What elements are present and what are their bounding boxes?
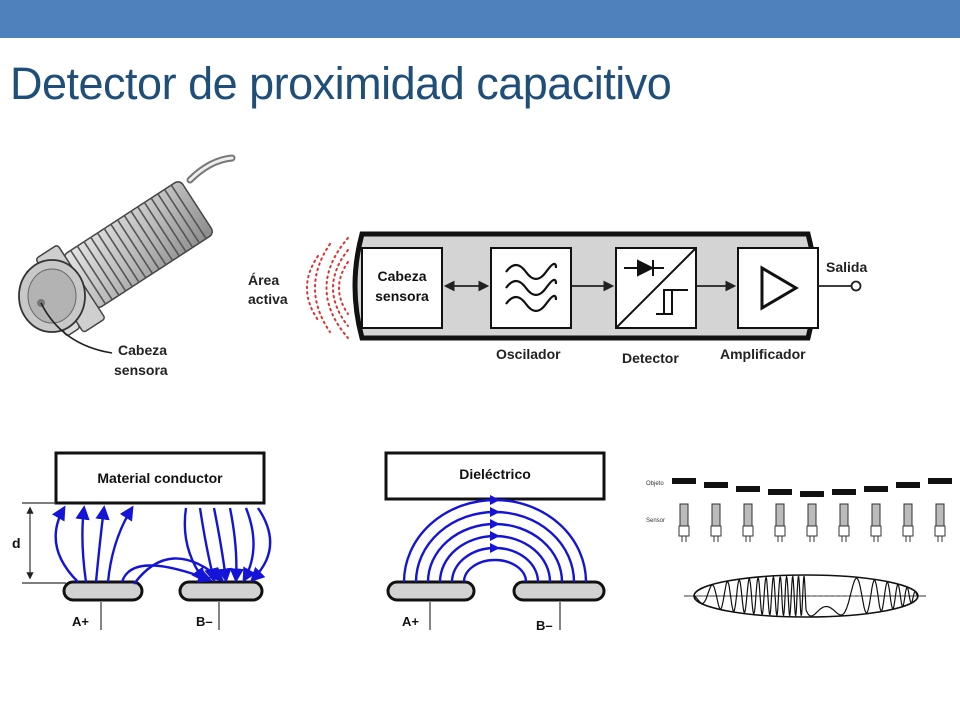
conductor-field-diagram: Material conductor d A+ B– [12,451,272,630]
sensor-illustration: Cabeza sensora [18,154,236,378]
distance-label: d [12,535,21,551]
electrode-a [62,580,144,602]
active-area-label-1: Área [248,272,279,288]
electrode-b-label: B– [196,614,213,629]
head-block-label-2: sensora [375,288,429,304]
dielectric-plate-label: Dieléctrico [459,466,531,482]
amplifier-block [737,247,819,329]
output-label: Salida [826,259,867,275]
sensor-head-label-2: sensora [114,362,168,378]
electrode-b-label: B– [536,618,553,633]
output-terminal [850,280,862,292]
schmitt-trigger-icon [656,289,688,315]
electrode-a-label: A+ [402,614,419,629]
oscillator-block [490,247,572,329]
object-positions [672,478,952,497]
field-lines [52,505,272,585]
sensor-label: Sensor [646,518,665,524]
conductor-plate [54,451,266,505]
oscillator-label: Oscilador [496,346,561,362]
field-arrows [490,495,500,553]
dielectric-plate [384,451,606,501]
sensor-head-label-1: Cabeza [118,342,167,358]
head-block [361,247,443,329]
block-diagram: Área activa Cabeza sensora [248,231,867,366]
detector-label: Detector [622,350,679,366]
active-area-label-2: activa [248,291,288,307]
oscillation-wave [693,574,919,619]
electrode-b [512,580,606,602]
response-diagram: Objeto Sensor [646,478,952,619]
dielectric-field-diagram: Dieléctrico A+ B– [384,451,606,633]
sine-wave-icon [505,262,558,313]
conductor-plate-label: Material conductor [97,470,223,486]
electrode-a-label: A+ [72,614,89,629]
active-area-field [306,237,349,339]
object-label: Objeto [646,481,664,487]
sensor-positions [678,503,946,542]
electrode-b [178,580,264,602]
amplifier-label: Amplificador [720,346,806,362]
diode-icon [624,259,664,277]
amplifier-icon [760,265,799,311]
head-block-label-1: Cabeza [377,268,426,284]
slide-title: Detector de proximidad capacitivo [10,58,672,109]
top-accent-bar [0,0,960,38]
electrode-a [386,580,476,602]
